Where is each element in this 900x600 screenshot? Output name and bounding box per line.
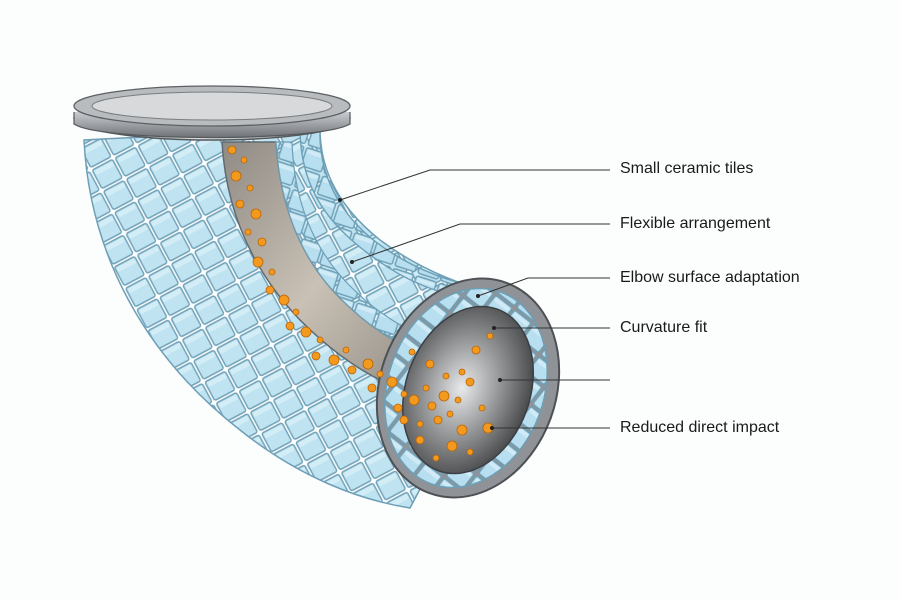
particle [446,440,458,452]
particle [227,145,237,155]
particle [268,268,276,276]
particle [478,404,486,412]
particle [415,435,425,445]
particle [408,394,420,406]
particle [257,237,267,247]
callout-elbow-surface-adaptation: Elbow surface adaptation [620,269,800,286]
leader-dot [490,426,494,430]
particle [446,410,454,418]
callout-curvature-fit: Curvature fit [620,319,708,336]
particle [399,415,409,425]
leader-small-ceramic-tiles [339,169,610,201]
leader-dot [350,260,354,264]
particle [240,156,248,164]
particle [432,454,440,462]
particle [230,170,242,182]
callout-reduced-direct-impact: Reduced direct impact [620,419,780,436]
particle [367,383,377,393]
particle [471,345,481,355]
particle [458,368,466,376]
top-flange-inner [91,91,333,121]
particle [265,285,275,295]
outlet-interior [401,305,535,475]
particle [427,401,437,411]
particle [400,390,408,398]
particle [362,358,374,370]
particle [316,336,324,344]
particle [235,199,245,209]
callout-flexible-arrangement: Flexible arrangement [620,215,771,232]
leader-dot [492,326,496,330]
particle [408,348,416,356]
particle [442,372,450,380]
callout-small-ceramic-tiles: Small ceramic tiles [620,160,754,177]
particle [376,370,384,378]
particle [292,308,300,316]
particle [393,403,403,413]
abrasive-particles [227,145,494,462]
particle [466,448,474,456]
particle [386,376,398,388]
particle [465,377,475,387]
leader-dot [476,294,480,298]
leader-dot [498,378,502,382]
particle [311,351,321,361]
particle [438,390,450,402]
particle [250,208,262,220]
particle [433,415,443,425]
particle [342,346,350,354]
leader-dot [338,198,342,202]
particle [456,424,468,436]
particle [486,332,494,340]
particle [454,396,462,404]
leader-flexible-arrangement [351,223,610,263]
particle [328,354,340,366]
particle [252,256,264,268]
particle [347,365,357,375]
leader-lines [339,169,610,429]
particle [422,384,430,392]
particle [425,359,435,369]
leader-elbow-surface-adaptation [477,277,610,297]
particle [246,184,254,192]
particle [416,420,424,428]
particle [244,228,252,236]
particle [278,294,290,306]
particle [285,321,295,331]
particle [300,326,312,338]
leader-dots [338,198,502,430]
